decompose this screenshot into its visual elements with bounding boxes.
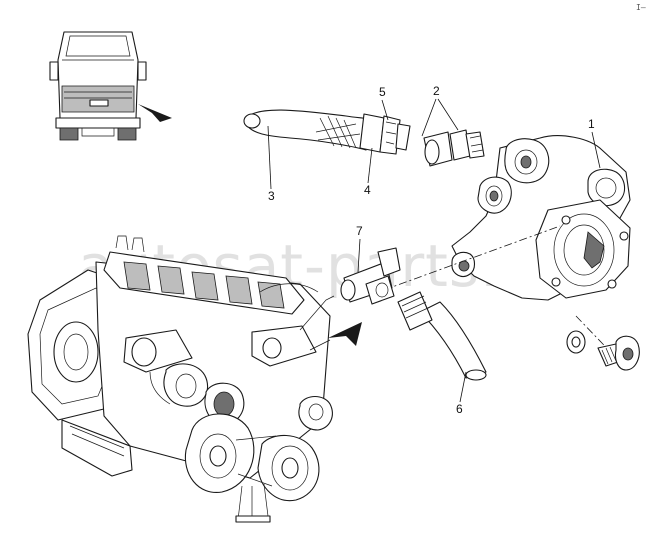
assembly-line	[383, 225, 561, 291]
hose-fitting-5	[359, 113, 411, 155]
pipe-6	[397, 291, 487, 381]
callout-4: 4	[364, 147, 373, 197]
callout-5: 5	[379, 85, 389, 121]
callout-3: 3	[267, 125, 275, 203]
callout-label: 1	[588, 117, 595, 131]
corner-mark: I—	[636, 3, 646, 12]
adapter-fittings-2	[423, 129, 485, 167]
pump-1	[451, 135, 631, 301]
tee-fitting-7	[340, 247, 401, 305]
bolt	[597, 335, 640, 371]
engine-assembly	[27, 235, 335, 523]
engine-pointer-arrow	[328, 322, 362, 346]
washer	[566, 330, 586, 354]
callout-label: 4	[364, 183, 371, 197]
callout-7: 7	[356, 224, 363, 273]
callout-1: 1	[588, 117, 601, 169]
callout-label: 6	[456, 402, 463, 416]
truck-pointer-arrow	[138, 104, 172, 122]
callout-2: 2	[421, 84, 459, 137]
callout-label: 7	[356, 224, 363, 238]
callout-label: 2	[433, 84, 440, 98]
truck-front-view	[49, 31, 172, 141]
callout-label: 5	[379, 85, 386, 99]
hose-3	[243, 109, 373, 151]
assembly-line-bolt	[575, 315, 625, 367]
callout-label: 3	[268, 189, 275, 203]
callout-6: 6	[456, 371, 467, 416]
